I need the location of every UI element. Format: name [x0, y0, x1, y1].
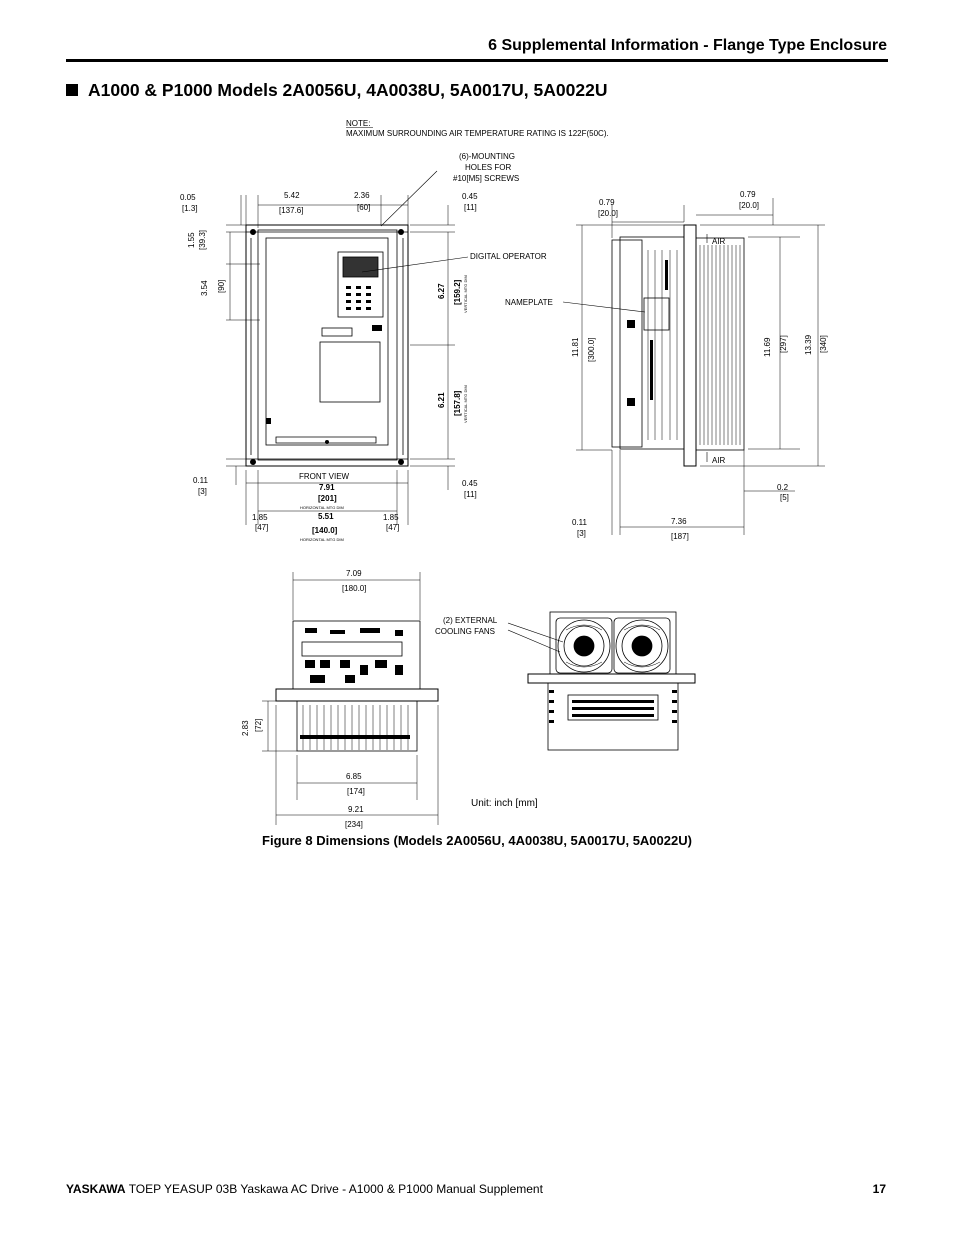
- dim-0-11-side: 0.11: [572, 518, 588, 527]
- section-title: A1000 & P1000 Models 2A0056U, 4A0038U, 5…: [66, 80, 607, 101]
- dim-0-45-top-mm: [11]: [464, 203, 477, 212]
- dim-6-21-mm: [157.8]: [453, 390, 462, 416]
- dim-7-36-mm: [187]: [671, 532, 689, 541]
- dim-5-51-mm: [140.0]: [312, 526, 338, 535]
- dim-0-11-side-mm: [3]: [577, 529, 586, 538]
- page-header-title: 6 Supplemental Information - Flange Type…: [488, 37, 887, 54]
- dim-11-81-mm: [300.0]: [587, 338, 596, 362]
- page-footer: YASKAWA TOEP YEASUP 03B Yaskawa AC Drive…: [66, 1182, 543, 1196]
- header-rule: [66, 59, 888, 62]
- dim-5-42-mm: [137.6]: [279, 206, 303, 215]
- dim-1-85-left: 1.85: [252, 513, 268, 522]
- note-heading: NOTE:: [346, 119, 370, 128]
- dim-6-21: 6.21: [437, 392, 446, 408]
- digital-operator-label: DIGITAL OPERATOR: [470, 252, 547, 261]
- mounting-holes-label-2: HOLES FOR: [465, 163, 511, 172]
- external-fans-label-1: (2) EXTERNAL: [443, 616, 498, 625]
- dim-2-83: 2.83: [241, 720, 250, 736]
- dim-11-69-mm: [297]: [779, 335, 788, 353]
- section-title-text: A1000 & P1000 Models 2A0056U, 4A0038U, 5…: [88, 80, 608, 100]
- dim-9-21-mm: [234]: [345, 820, 363, 829]
- dim-0-45-top: 0.45: [462, 192, 478, 201]
- dim-2-36: 2.36: [354, 191, 370, 200]
- dim-1-85-right: 1.85: [383, 513, 399, 522]
- dim-7-91: 7.91: [319, 483, 335, 492]
- dim-6-27-mm: [159.2]: [453, 279, 462, 305]
- dim-7-09: 7.09: [346, 569, 362, 578]
- footer-brand: YASKAWA: [66, 1182, 126, 1196]
- front-view-drawing: [245, 224, 409, 467]
- dim-11-69: 11.69: [763, 337, 772, 357]
- dim-2-36-mm: [60]: [357, 203, 370, 212]
- dim-5-51: 5.51: [318, 512, 334, 521]
- horizontal-mtg-dim-upper: HORIZONTAL MTG DIM: [300, 505, 344, 510]
- dim-0-79-left: 0.79: [599, 198, 615, 207]
- figure-caption: Figure 8 Dimensions (Models 2A0056U, 4A0…: [262, 833, 692, 848]
- vertical-mtg-dim-lower: VERTICAL MTG DIM: [463, 385, 468, 423]
- dim-7-36: 7.36: [671, 517, 687, 526]
- dim-0-2: 0.2: [777, 483, 789, 492]
- side-view-drawing: [611, 224, 745, 467]
- dim-1-55: 1.55: [187, 232, 196, 248]
- unit-note: Unit: inch [mm]: [471, 798, 538, 809]
- air-bottom-label: AIR: [712, 456, 726, 465]
- dim-6-27: 6.27: [437, 283, 446, 299]
- bottom-view-drawing: [275, 620, 439, 752]
- vertical-mtg-dim-upper: VERTICAL MTG DIM: [463, 275, 468, 313]
- dim-0-79-left-mm: [20.0]: [598, 209, 618, 218]
- dim-6-85: 6.85: [346, 772, 362, 781]
- footer-text: TOEP YEASUP 03B Yaskawa AC Drive - A1000…: [125, 1182, 543, 1196]
- dim-1-85-right-mm: [47]: [386, 523, 399, 532]
- dim-3-54: 3.54: [200, 280, 209, 296]
- dim-5-42: 5.42: [284, 191, 300, 200]
- dim-0-45-bottom-mm: [11]: [464, 490, 477, 499]
- page-number: 17: [872, 1182, 886, 1196]
- nameplate-label: NAMEPLATE: [505, 298, 553, 307]
- external-fans-label-2: COOLING FANS: [435, 627, 495, 636]
- mounting-holes-label-1: (6)-MOUNTING: [459, 152, 515, 161]
- dim-0-05: 0.05: [180, 193, 196, 202]
- dim-3-54-mm: [90]: [217, 280, 226, 293]
- dim-13-39: 13.39: [804, 334, 813, 355]
- air-top-label: AIR: [712, 237, 726, 246]
- dim-1-55-mm: [39.3]: [198, 230, 207, 250]
- dim-11-81: 11.81: [571, 337, 580, 357]
- bullet-square-icon: [66, 84, 78, 96]
- dim-0-05-mm: [1.3]: [182, 204, 198, 213]
- dim-7-09-mm: [180.0]: [342, 584, 366, 593]
- dim-1-85-left-mm: [47]: [255, 523, 268, 532]
- dim-0-2-mm: [5]: [780, 493, 789, 502]
- dim-0-79-right: 0.79: [740, 190, 756, 199]
- dim-0-11-front: 0.11: [193, 476, 209, 485]
- dim-13-39-mm: [340]: [819, 335, 828, 353]
- dim-6-85-mm: [174]: [347, 787, 365, 796]
- front-view-label: FRONT VIEW: [299, 472, 350, 481]
- dim-0-11-front-mm: [3]: [198, 487, 207, 496]
- note-text: MAXIMUM SURROUNDING AIR TEMPERATURE RATI…: [346, 129, 609, 138]
- dim-7-91-mm: [201]: [318, 494, 337, 503]
- mounting-holes-label-3: #10[M5] SCREWS: [453, 174, 519, 183]
- fan-view-drawing: [527, 611, 696, 751]
- dim-9-21: 9.21: [348, 805, 364, 814]
- dim-2-83-mm: [72]: [254, 719, 263, 732]
- dim-0-79-right-mm: [20.0]: [739, 201, 759, 210]
- dim-0-45-bottom: 0.45: [462, 479, 478, 488]
- horizontal-mtg-dim-lower: HORIZONTAL MTG DIM: [300, 537, 344, 542]
